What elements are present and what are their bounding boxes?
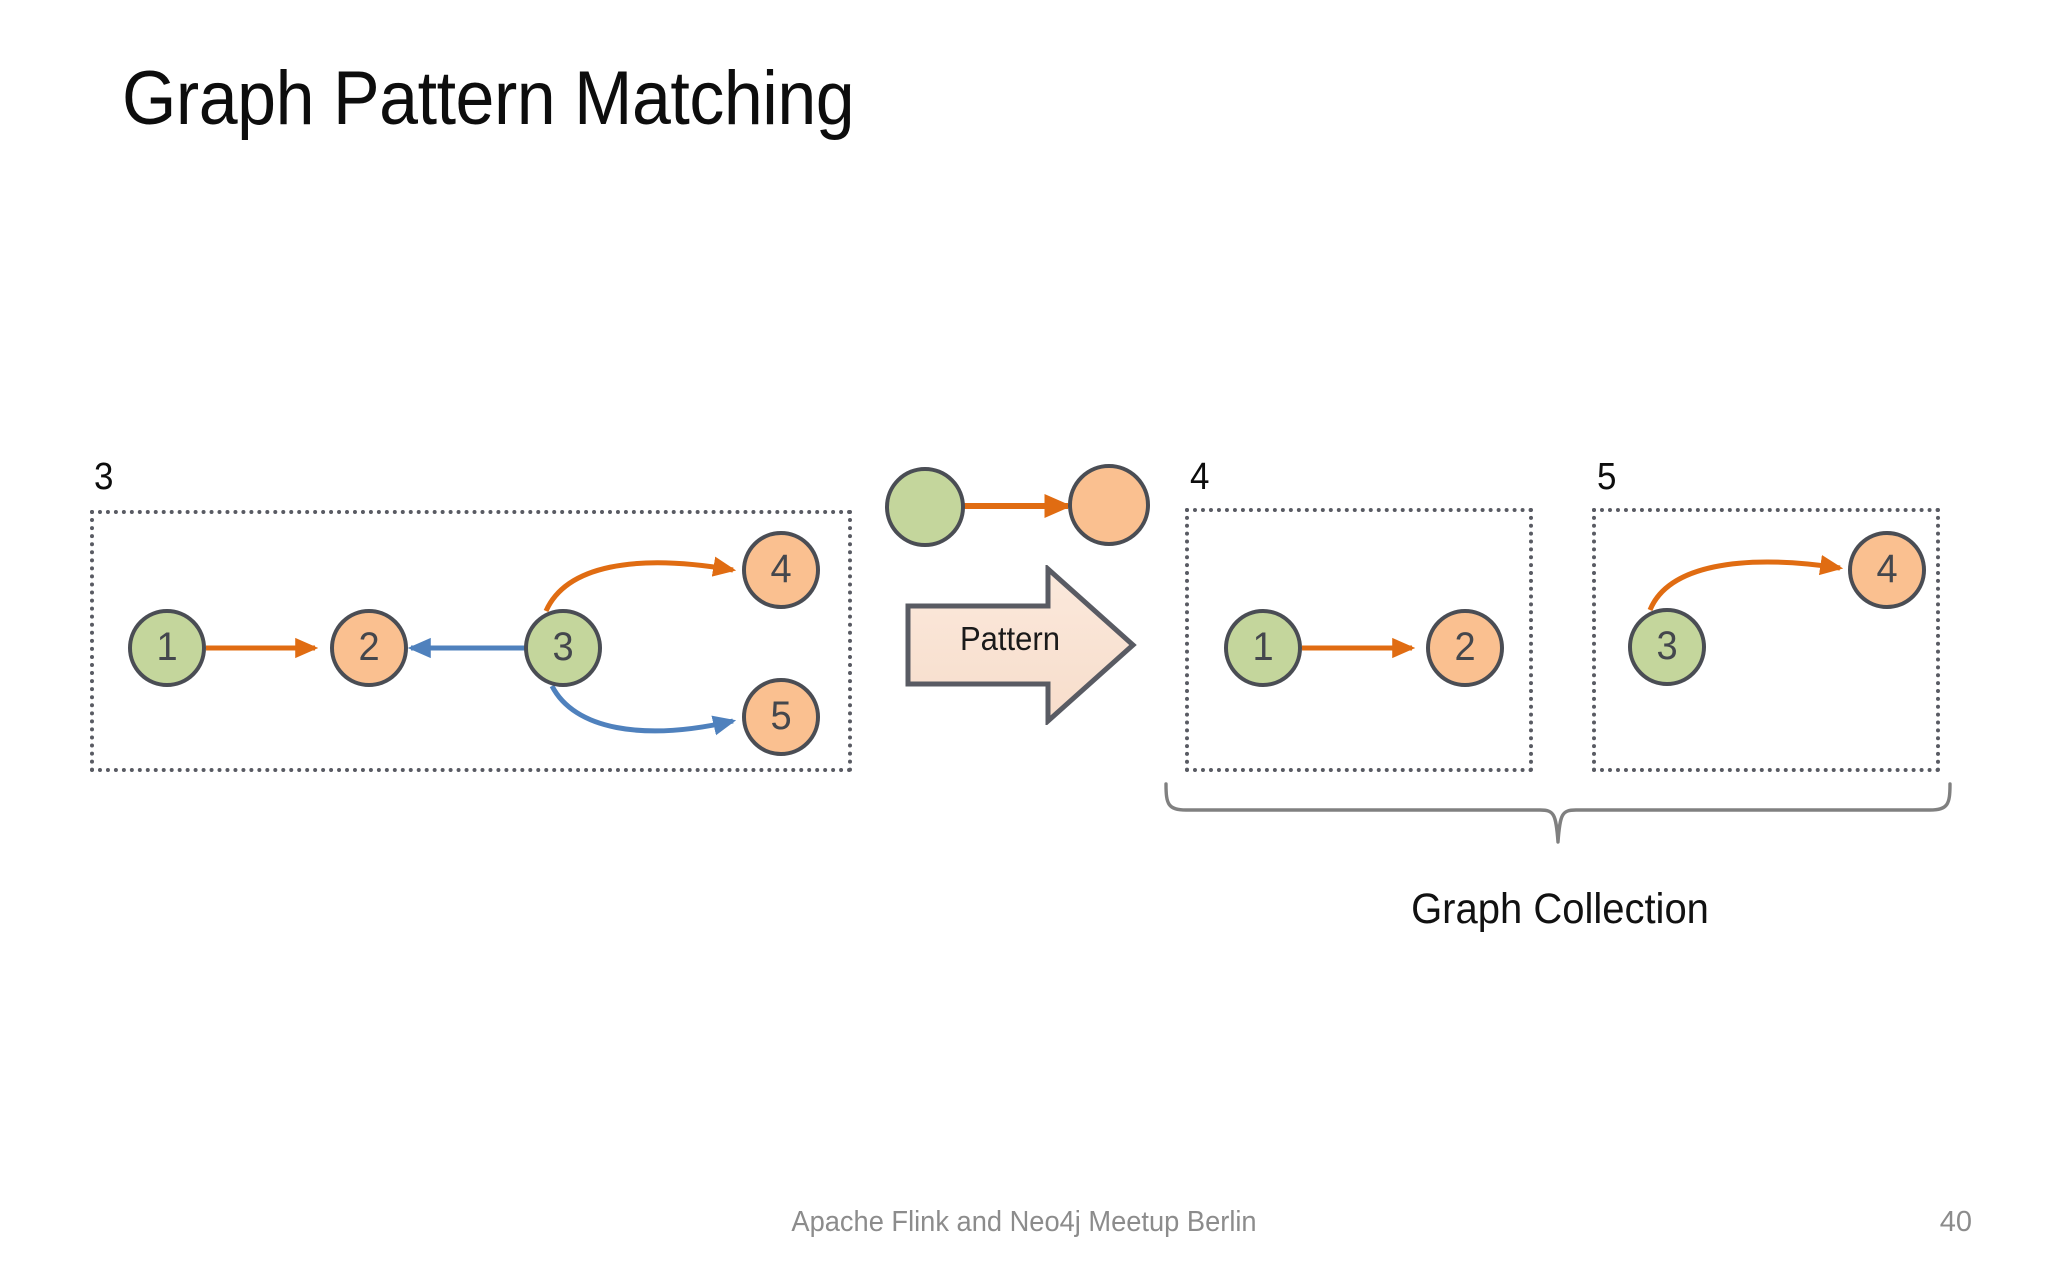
page-number: 40 [1939,1206,1972,1238]
graph-label-5: 5 [1597,456,1617,498]
node-5[interactable]: 5 [742,678,820,756]
pattern-node-source[interactable] [885,467,965,547]
result-graph-box-2[interactable] [1592,508,1940,772]
pattern-node-target[interactable] [1068,464,1150,546]
node-label: 3 [552,625,574,669]
node-label: 1 [1252,625,1274,669]
result-graph-box-1[interactable] [1185,508,1533,772]
result2-node-3[interactable]: 3 [1628,608,1706,686]
result1-node-1[interactable]: 1 [1224,609,1302,687]
graph-label-3: 3 [94,456,114,498]
graph-collection-caption: Graph Collection [1411,885,1709,933]
result1-node-2[interactable]: 2 [1426,609,1504,687]
node-label: 4 [1876,547,1898,591]
node-label: 1 [156,625,178,669]
page-title: Graph Pattern Matching [122,56,855,141]
node-2[interactable]: 2 [330,609,408,687]
graph-collection-brace [1164,782,1952,844]
footer-text: Apache Flink and Neo4j Meetup Berlin [791,1206,1257,1238]
graph-label-4: 4 [1190,456,1210,498]
node-label: 4 [770,547,792,591]
node-label: 2 [1454,625,1476,669]
node-label: 3 [1656,624,1678,668]
node-label: 5 [770,694,792,738]
result2-node-4[interactable]: 4 [1848,531,1926,609]
pattern-arrow-label: Pattern [959,620,1061,657]
node-1[interactable]: 1 [128,609,206,687]
input-graph-box[interactable] [90,510,852,772]
node-3[interactable]: 3 [524,609,602,687]
pattern-block-arrow[interactable] [905,565,1137,725]
node-4[interactable]: 4 [742,531,820,609]
node-label: 2 [358,625,380,669]
